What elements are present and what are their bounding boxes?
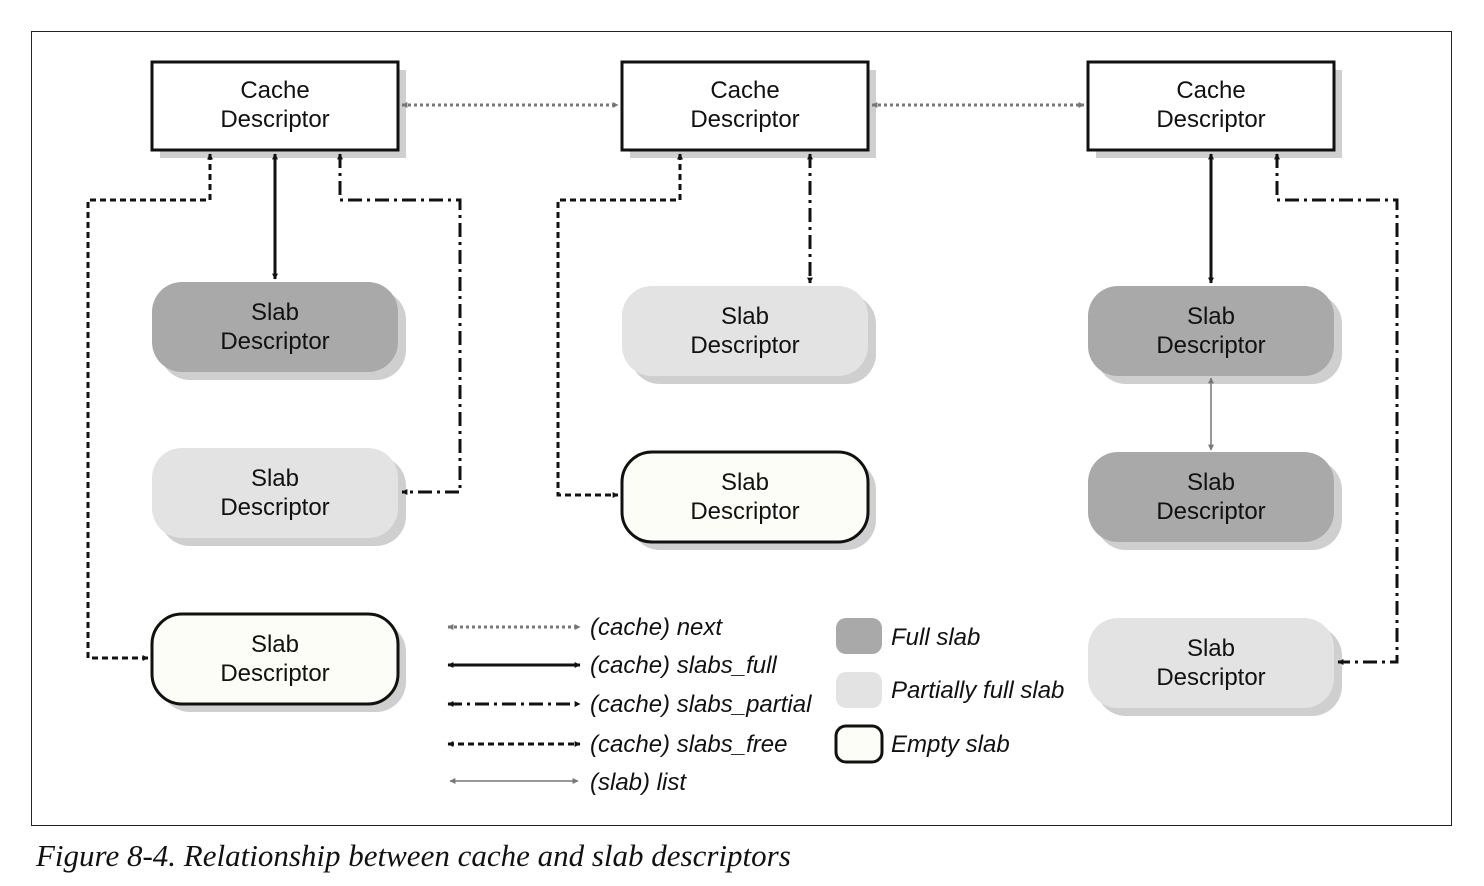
legend-full-label: Full slab <box>891 624 980 651</box>
slabs-partial-arrow <box>337 153 462 495</box>
legend-cache-next-label: (cache) next <box>590 614 723 641</box>
figure-caption: Figure 8-4. Relationship between cache a… <box>36 838 791 873</box>
slab-label-line2: Descriptor <box>1156 498 1265 525</box>
diagram-frame <box>31 31 1452 826</box>
slab-label-line1: Slab <box>721 469 769 496</box>
cache-label-line1: Cache <box>240 77 309 104</box>
legend-empty-label: Empty slab <box>891 731 1010 758</box>
legend-slabs-free-label: (cache) slabs_free <box>590 731 787 758</box>
legend-slab-list-label: (slab) list <box>590 769 687 796</box>
cache-label-line2: Descriptor <box>220 106 329 133</box>
slab-descriptor-empty-1: Slab Descriptor <box>150 612 406 712</box>
slab-label-line1: Slab <box>251 631 299 658</box>
slab-descriptor-partial-1: Slab Descriptor <box>152 448 406 546</box>
slab-label-line2: Descriptor <box>690 498 799 525</box>
slab-descriptor-partial-3: Slab Descriptor <box>1088 618 1342 716</box>
slab-label-line2: Descriptor <box>690 332 799 359</box>
legend-partial-label: Partially full slab <box>891 677 1064 704</box>
slab-cache-diagram: Cache Descriptor Cache Descriptor Cache … <box>86 60 1399 796</box>
legend-slabs-partial-label: (cache) slabs_partial <box>590 691 812 718</box>
slab-label-line1: Slab <box>251 299 299 326</box>
slab-descriptor-full-3: Slab Descriptor <box>1088 452 1342 550</box>
cache-label-line2: Descriptor <box>1156 106 1265 133</box>
cache-label-line2: Descriptor <box>690 106 799 133</box>
legend-empty-swatch <box>834 724 884 764</box>
slabs-free-arrow <box>1274 153 1399 665</box>
slabs-free-arrow <box>556 153 683 498</box>
cache-descriptor-1: Cache Descriptor <box>150 60 406 158</box>
slab-descriptor-empty-2: Slab Descriptor <box>620 450 876 550</box>
slab-label-line1: Slab <box>251 465 299 492</box>
slab-label-line1: Slab <box>1187 469 1235 496</box>
slab-descriptor-partial-2: Slab Descriptor <box>622 286 876 384</box>
legend-partial-swatch <box>836 672 882 708</box>
slab-descriptor-full-1: Slab Descriptor <box>152 282 406 380</box>
slab-label-line2: Descriptor <box>220 494 329 521</box>
cache-label-line1: Cache <box>1176 77 1245 104</box>
legend-slabs-full-label: (cache) slabs_full <box>590 652 777 679</box>
slab-label-line2: Descriptor <box>1156 332 1265 359</box>
slab-label-line1: Slab <box>1187 303 1235 330</box>
legend-kinds: Full slab Partially full slab Empty slab <box>834 618 1064 764</box>
legend-full-swatch <box>836 618 882 654</box>
cache-descriptor-3: Cache Descriptor <box>1086 60 1342 158</box>
slab-label-line2: Descriptor <box>1156 664 1265 691</box>
slabs-free-arrow <box>86 153 213 661</box>
cache-descriptor-2: Cache Descriptor <box>620 60 876 158</box>
legend-lines: (cache) next (cache) slabs_full (cache) … <box>447 614 812 796</box>
cache-label-line1: Cache <box>710 77 779 104</box>
slab-label-line1: Slab <box>721 303 769 330</box>
slab-label-line1: Slab <box>1187 635 1235 662</box>
slab-descriptor-full-2: Slab Descriptor <box>1088 286 1342 384</box>
slab-label-line2: Descriptor <box>220 660 329 687</box>
slab-label-line2: Descriptor <box>220 328 329 355</box>
